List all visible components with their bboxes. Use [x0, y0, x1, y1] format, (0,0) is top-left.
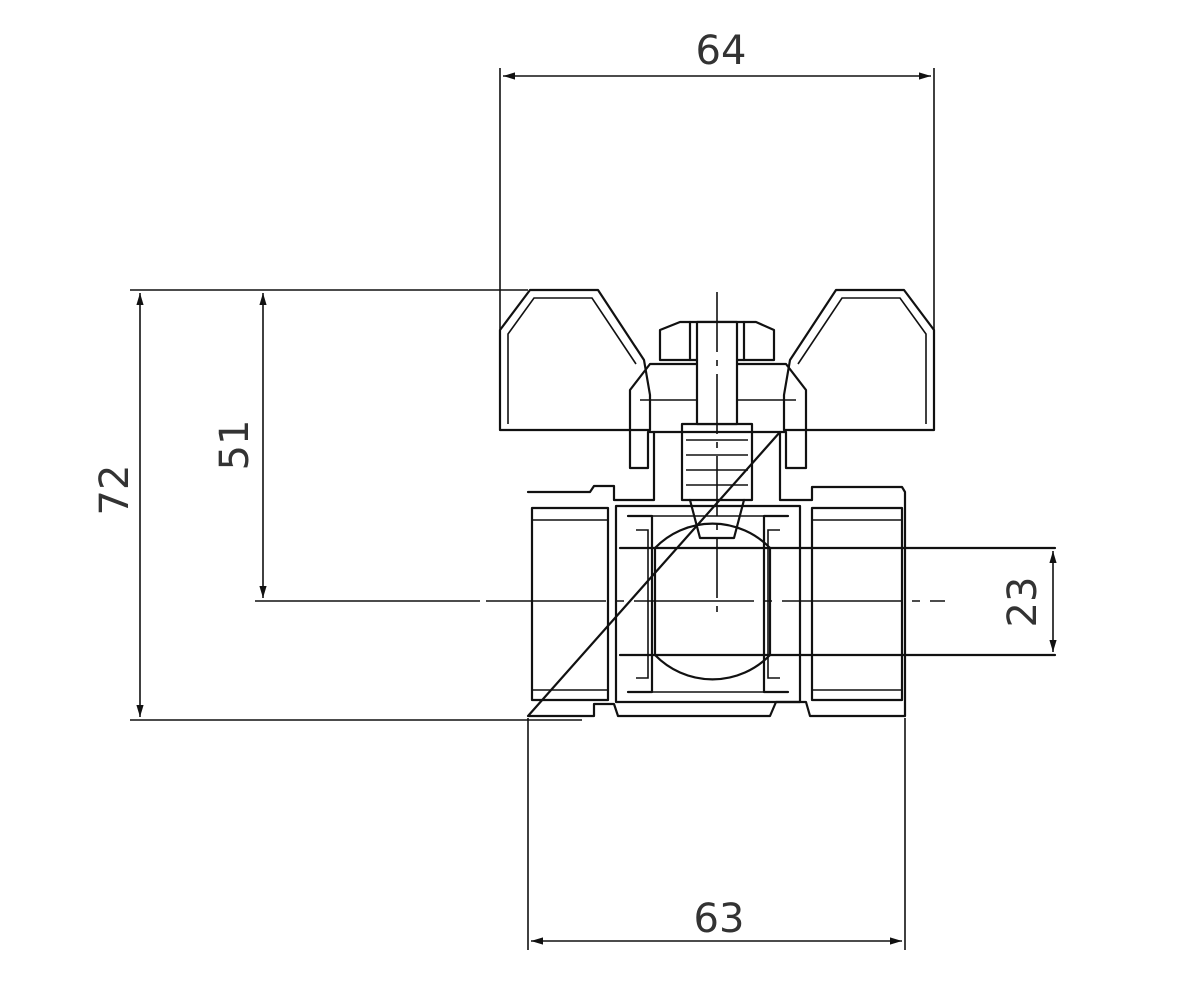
center-lines	[255, 292, 945, 620]
dimension-bottom-width: 63	[527, 718, 906, 950]
butterfly-handle	[498, 288, 936, 432]
dimension-total-height: 72	[92, 289, 582, 721]
dimension-top-width: 64	[499, 28, 935, 428]
dimension-label-top-width: 64	[696, 28, 747, 74]
dimension-label-bottom-width: 63	[694, 896, 745, 942]
dimension-label-bore-diameter: 23	[1000, 577, 1046, 628]
dimension-label-total-height: 72	[92, 465, 138, 516]
dimension-bore-diameter: 23	[1000, 551, 1057, 652]
dimension-label-axis-height: 51	[212, 420, 258, 471]
valve-body	[526, 362, 1057, 718]
dimension-axis-height: 51	[212, 293, 267, 598]
